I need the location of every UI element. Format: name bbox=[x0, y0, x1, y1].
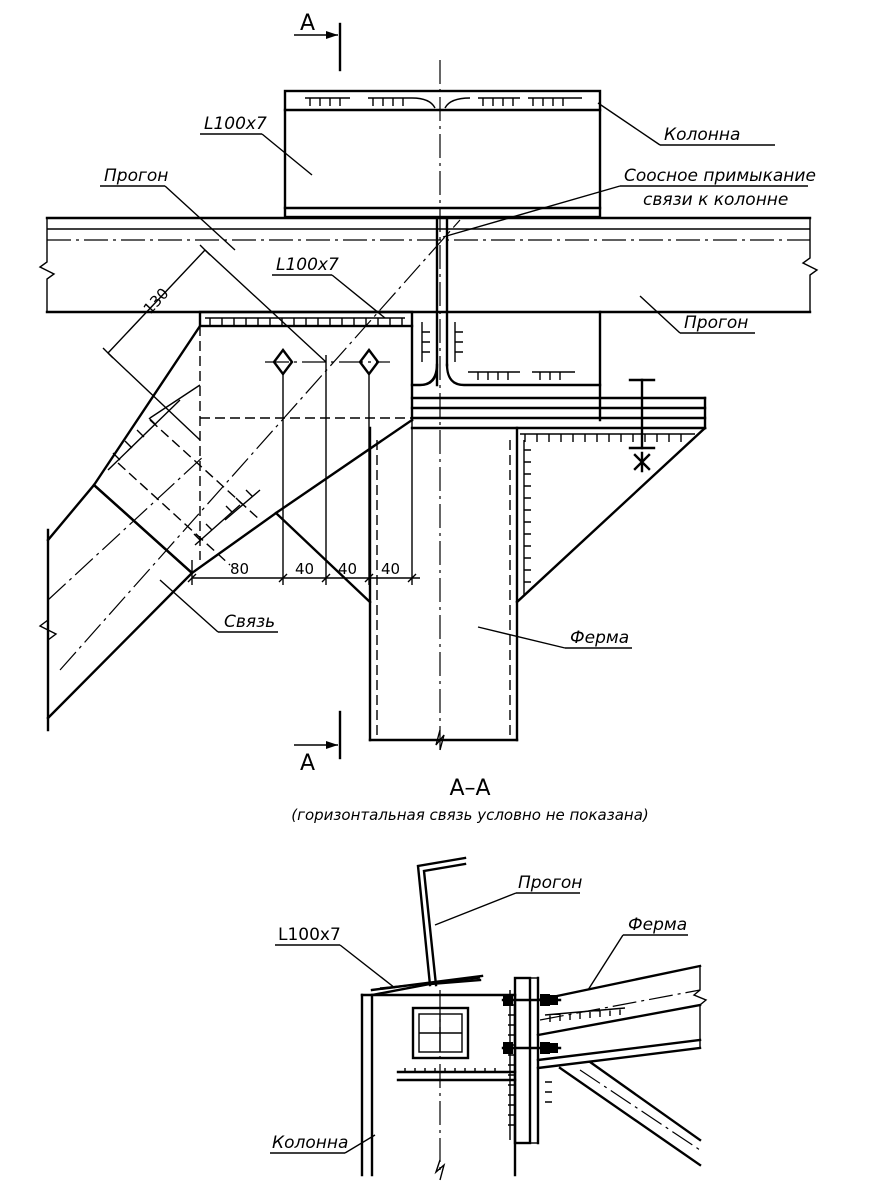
bolt-holes bbox=[265, 348, 390, 376]
brace-plan bbox=[38, 219, 461, 732]
label-angle-mid: L100x7 bbox=[276, 255, 339, 275]
purlin-plan bbox=[38, 216, 819, 314]
truss-plan bbox=[368, 378, 707, 751]
label-purlin-right: Прогон bbox=[684, 313, 748, 333]
section-column bbox=[360, 990, 517, 1181]
plan-labels: L100x7 Колонна Прогон Соосное примыкание… bbox=[100, 102, 816, 649]
truss-bolt bbox=[628, 378, 656, 473]
section-letter-bottom: A bbox=[300, 751, 315, 776]
section-title: А–А bbox=[449, 776, 490, 801]
dim-chain-bottom: 80 40 40 40 bbox=[187, 560, 420, 585]
section-label-purlin: Прогон bbox=[518, 873, 582, 893]
label-coaxial-line2: связи к колонне bbox=[643, 190, 788, 210]
dim-40b: 40 bbox=[338, 560, 357, 578]
section-label-truss: Ферма bbox=[628, 915, 687, 935]
label-column: Колонна bbox=[664, 125, 740, 145]
section-letter-top: A bbox=[300, 11, 315, 36]
column-plan bbox=[283, 60, 602, 750]
plan-view: A bbox=[38, 11, 819, 776]
dim-40a: 40 bbox=[295, 560, 314, 578]
section-label-column: Колонна bbox=[272, 1133, 348, 1153]
section-labels: Прогон Ферма L100x7 Колонна bbox=[270, 873, 688, 1154]
section-mark-top: A bbox=[294, 11, 342, 72]
section-mark-bottom: A bbox=[294, 710, 342, 776]
dim-40c: 40 bbox=[381, 560, 400, 578]
section-view: А–А (горизонтальная связь условно не пок… bbox=[270, 776, 708, 1181]
label-angle-top: L100x7 bbox=[204, 114, 267, 134]
section-truss bbox=[536, 964, 708, 1167]
section-purlin bbox=[370, 856, 484, 997]
label-purlin-left: Прогон bbox=[104, 166, 168, 186]
dim-80: 80 bbox=[230, 560, 249, 578]
section-note: (горизонтальная связь условно не показан… bbox=[291, 806, 649, 824]
section-label-angle: L100x7 bbox=[278, 925, 341, 945]
section-bolts bbox=[501, 994, 562, 1054]
label-coaxial-line1: Соосное примыкание bbox=[624, 166, 816, 186]
label-truss: Ферма bbox=[570, 628, 629, 648]
label-brace: Связь bbox=[224, 612, 275, 632]
